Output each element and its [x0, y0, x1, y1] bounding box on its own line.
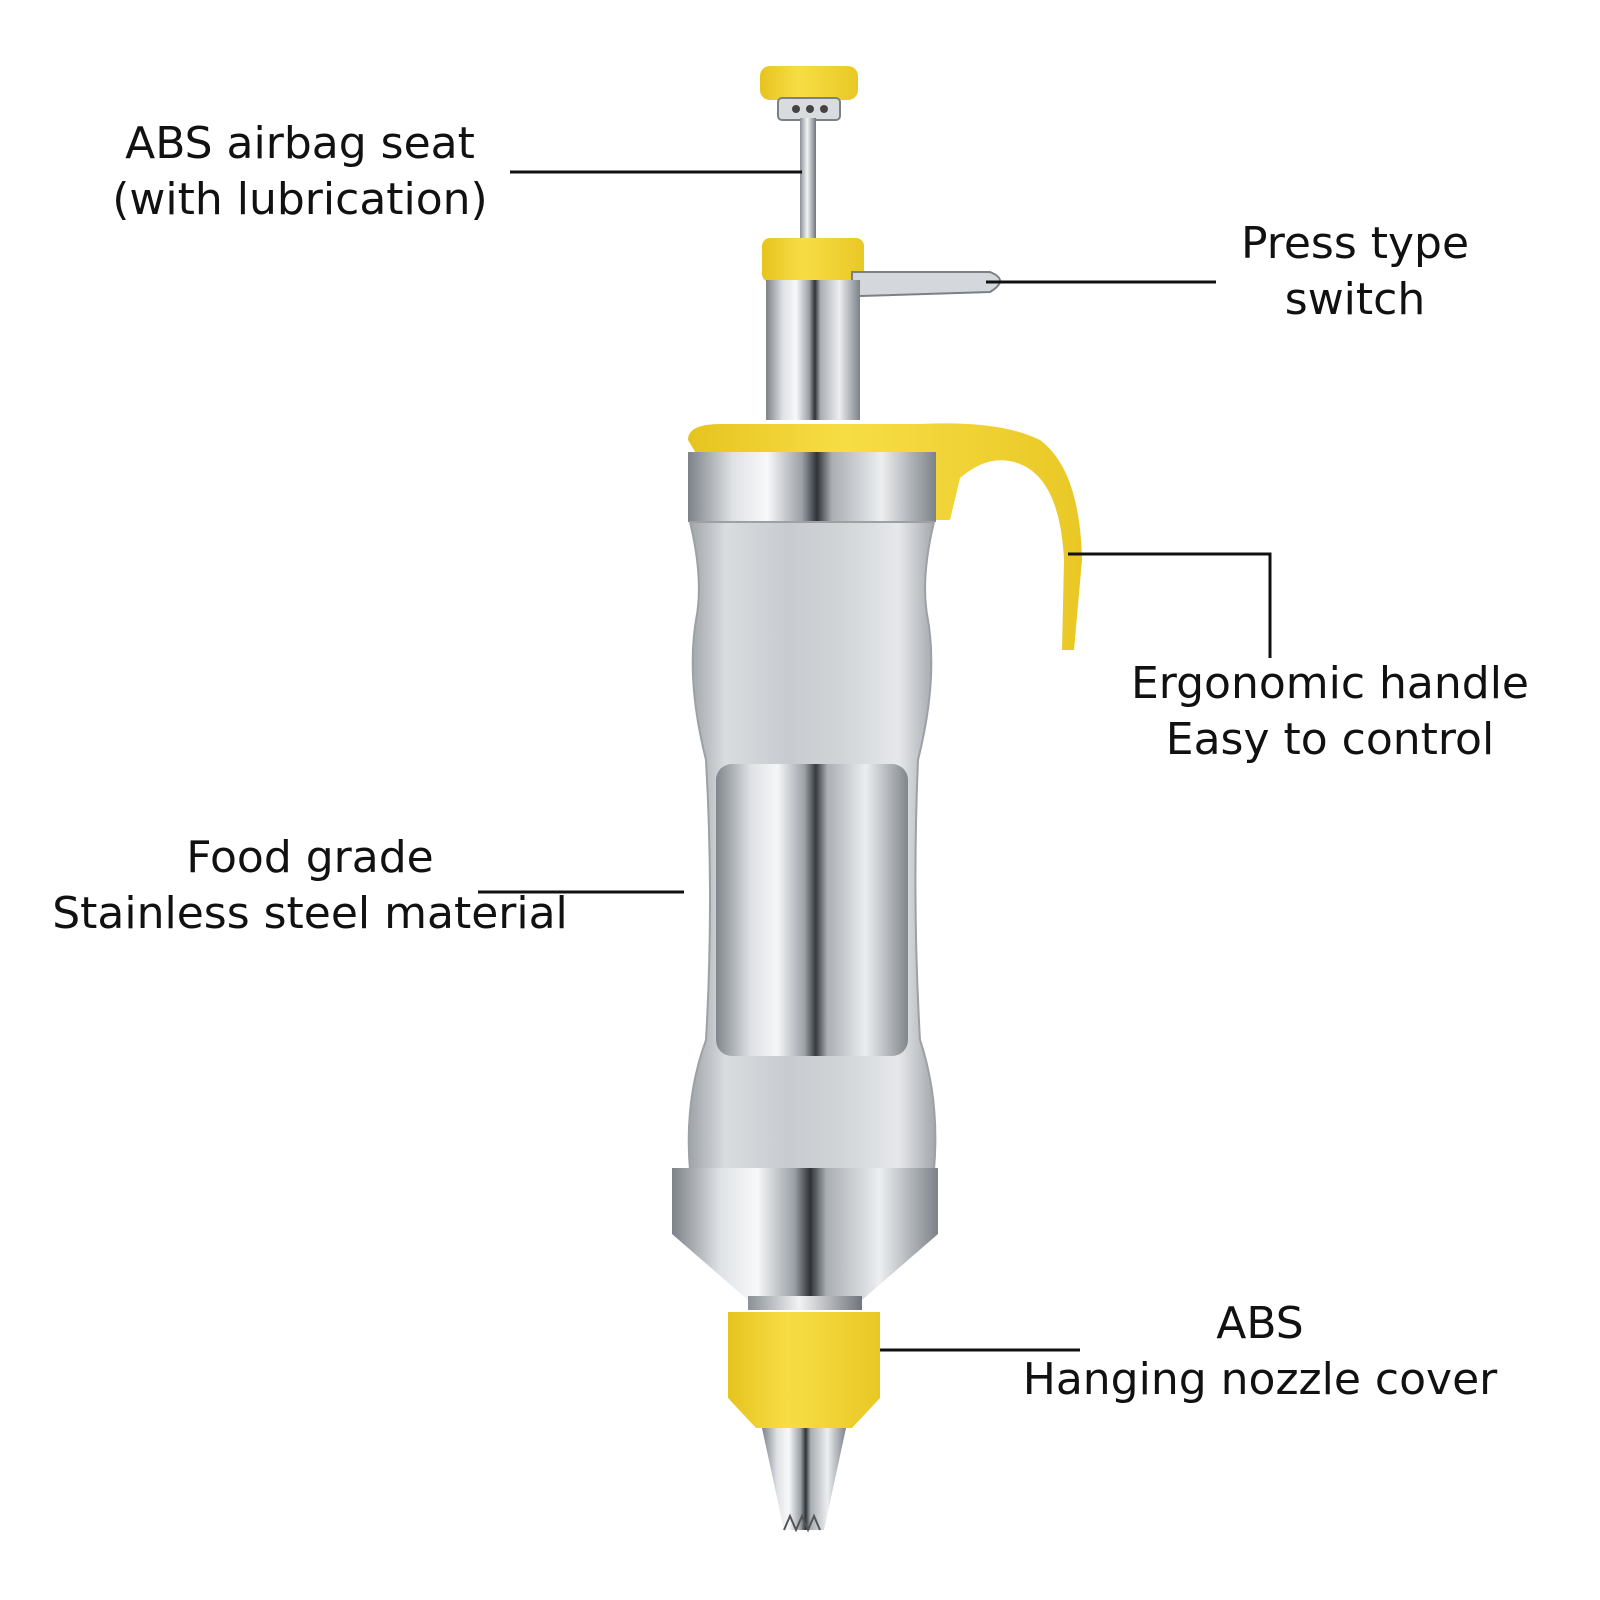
- label-abs-airbag-seat-line1: ABS airbag seat: [125, 118, 475, 169]
- label-ergonomic-handle-line2: Easy to control: [1165, 714, 1495, 765]
- label-press-type-switch-line2: switch: [1284, 274, 1426, 325]
- plunger-rod: [800, 118, 816, 242]
- label-abs-airbag-seat: ABS airbag seat (with lubrication): [70, 116, 530, 228]
- funnel: [672, 1234, 938, 1300]
- label-abs-airbag-seat-line2: (with lubrication): [112, 174, 488, 225]
- leader-lines: [478, 170, 1272, 1352]
- upper-collar: [762, 238, 864, 282]
- airbag-seat-knob: [760, 66, 858, 121]
- label-nozzle-cover-line2: Hanging nozzle cover: [1022, 1354, 1498, 1405]
- label-food-grade-line1: Food grade: [186, 832, 434, 883]
- ergonomic-handle: [688, 423, 1082, 650]
- label-press-type-switch: Press type switch: [1210, 216, 1500, 328]
- upper-tube: [766, 280, 860, 420]
- label-nozzle-cover: ABS Hanging nozzle cover: [1000, 1296, 1520, 1408]
- label-ergonomic-handle: Ergonomic handle Easy to control: [1110, 656, 1550, 768]
- inner-steel-window: [716, 764, 908, 1056]
- nozzle-cover: [728, 1312, 880, 1428]
- label-food-grade-line2: Stainless steel material: [52, 888, 568, 939]
- leader-line-handle: [1068, 552, 1272, 658]
- nozzle-tip: [762, 1428, 846, 1530]
- label-press-type-switch-line1: Press type: [1240, 218, 1470, 269]
- cap-ring: [688, 452, 936, 522]
- label-nozzle-cover-line1: ABS: [1216, 1298, 1304, 1349]
- press-switch-lever: [851, 271, 1001, 302]
- label-food-grade: Food grade Stainless steel material: [20, 830, 600, 942]
- label-ergonomic-handle-line1: Ergonomic handle: [1131, 658, 1529, 709]
- bottom-ring: [672, 1168, 938, 1234]
